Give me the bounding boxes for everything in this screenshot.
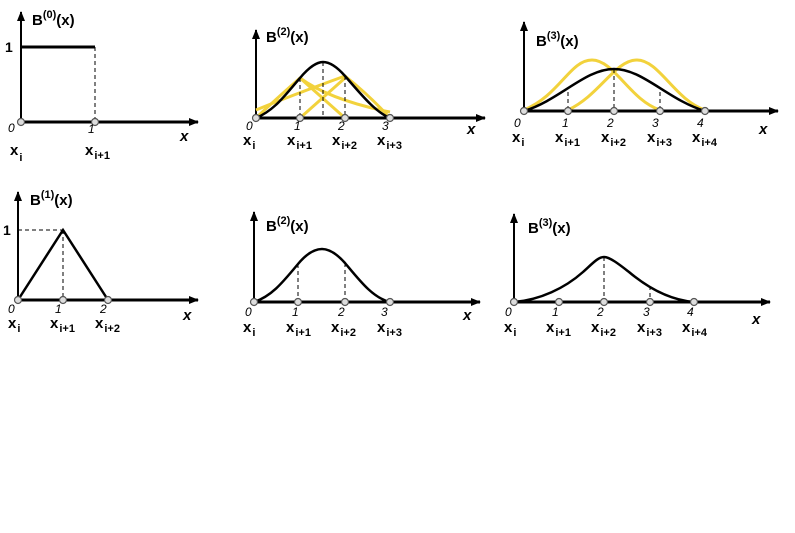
- plot-title: B(2)(x): [266, 215, 309, 235]
- knot-node: [519, 106, 529, 116]
- knot-label: xi+3: [637, 319, 662, 339]
- knot-label: xi+1: [546, 319, 571, 339]
- knot-label: xi: [504, 319, 516, 339]
- basis-curve: [253, 247, 391, 304]
- knot-node: [509, 297, 519, 307]
- tick-label: 4: [697, 116, 704, 130]
- knot-node: [385, 113, 395, 123]
- knot-label: xi+3: [377, 132, 402, 152]
- tick-label: 0: [245, 305, 252, 319]
- axis-label-x: x: [182, 307, 192, 324]
- knot-label: xi+1: [555, 129, 580, 149]
- knot-label: xi+3: [647, 129, 672, 149]
- tick-label: 4: [687, 305, 694, 319]
- axis-label-x: x: [462, 307, 472, 324]
- y-one-label: 1: [3, 222, 11, 238]
- knot-node: [293, 297, 303, 307]
- knot-label: xi+2: [332, 132, 357, 152]
- plot-b2-bottom: B(2)(x) 0 1 2 3 xi xi+1 xi+2 xi+3 x: [243, 211, 481, 339]
- tick-label: 2: [99, 302, 107, 316]
- tick-label: 1: [88, 122, 95, 136]
- tick-label: 3: [381, 305, 388, 319]
- knot-label: xi+1: [287, 132, 312, 152]
- plot-title: B(1)(x): [30, 189, 73, 209]
- tick-label: 3: [643, 305, 650, 319]
- tick-label: 1: [552, 305, 559, 319]
- knot-node: [90, 117, 100, 127]
- plot-b1: 1 B(1)(x) 0 1 2 xi xi+1 xi+2 x: [3, 189, 199, 335]
- tick-label: 2: [337, 305, 345, 319]
- tick-label: 1: [294, 119, 301, 133]
- knot-node: [563, 106, 573, 116]
- knot-node: [251, 113, 261, 123]
- axis-label-x: x: [751, 311, 761, 328]
- knot-node: [58, 295, 68, 305]
- tick-label: 1: [55, 302, 62, 316]
- knot-label: xi+4: [692, 129, 718, 149]
- y-one-label: 1: [5, 39, 13, 55]
- knot-label: xi+2: [601, 129, 626, 149]
- knot-label: xi+2: [95, 315, 120, 335]
- knot-node: [103, 295, 113, 305]
- knot-label: xi+1: [50, 315, 75, 335]
- plot-title: B(2)(x): [266, 26, 309, 46]
- plot-title: B(0)(x): [32, 9, 75, 29]
- plot-b0: 1 B(0)(x) 0 1 xi xi+1 x: [5, 9, 199, 164]
- plot-b2-top: B(2)(x) 0 1 2 3 xi xi+1 xi+2 xi+3 x: [243, 26, 486, 152]
- knot-node: [385, 297, 395, 307]
- tick-label: 3: [382, 119, 389, 133]
- tick-label: 0: [8, 121, 15, 135]
- knot-label: xi+1: [286, 319, 311, 339]
- knot-node: [609, 106, 619, 116]
- tick-label: 1: [292, 305, 299, 319]
- tick-label: 0: [514, 116, 521, 130]
- knot-label: xi+4: [682, 319, 708, 339]
- axis-label-x: x: [466, 121, 476, 138]
- tick-label: 2: [596, 305, 604, 319]
- knot-node: [689, 297, 699, 307]
- axis-label-x: x: [179, 128, 189, 145]
- knot-label: xi: [243, 132, 255, 152]
- tick-label: 0: [8, 302, 15, 316]
- knot-node: [599, 297, 609, 307]
- knot-label: xi: [512, 129, 524, 149]
- knot-label: xi: [243, 319, 255, 339]
- knot-label: xi: [8, 315, 20, 335]
- knot-node: [340, 297, 350, 307]
- tick-label: 2: [606, 116, 614, 130]
- knot-label: xi+1: [85, 142, 110, 162]
- tick-label: 0: [246, 119, 253, 133]
- component-curve: [567, 58, 706, 112]
- axis-label-x: x: [758, 121, 768, 138]
- knot-label: xi+2: [591, 319, 616, 339]
- knot-label: xi+3: [377, 319, 402, 339]
- knot-node: [295, 113, 305, 123]
- knot-label: xi: [10, 142, 22, 164]
- knot-label: xi+2: [331, 319, 356, 339]
- knot-node: [700, 106, 710, 116]
- knot-node: [655, 106, 665, 116]
- plot-b3-top: B(3)(x) 0 1 2 3 4 xi xi+1 xi+2 xi+3 xi+4…: [512, 21, 779, 149]
- tick-label: 1: [562, 116, 569, 130]
- knot-node: [249, 297, 259, 307]
- knot-node: [645, 297, 655, 307]
- plot-title: B(3)(x): [536, 30, 579, 50]
- component-curve: [523, 58, 661, 112]
- tick-label: 0: [505, 305, 512, 319]
- knot-node: [16, 117, 26, 127]
- tick-label: 2: [337, 119, 345, 133]
- knot-node: [554, 297, 564, 307]
- knot-node: [13, 295, 23, 305]
- plot-title: B(3)(x): [528, 217, 571, 237]
- knot-node: [340, 113, 350, 123]
- plot-b3-bottom: B(3)(x) 0 1 2 3 4 xi xi+1 xi+2 xi+3 xi+4…: [504, 213, 771, 339]
- tick-label: 3: [652, 116, 659, 130]
